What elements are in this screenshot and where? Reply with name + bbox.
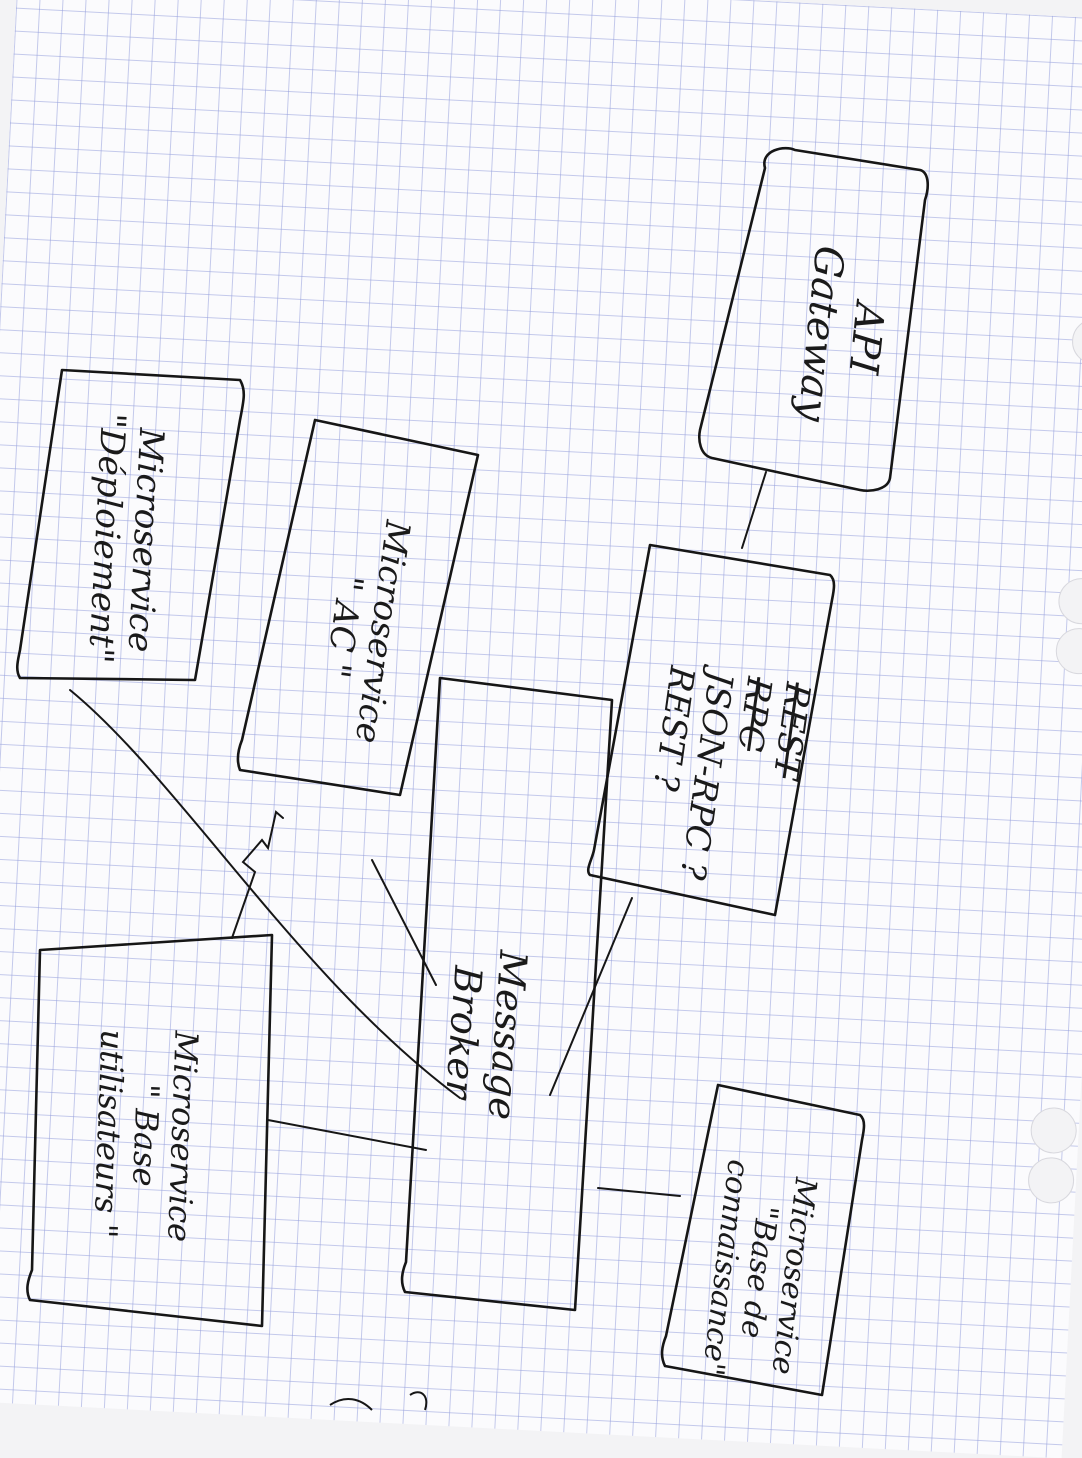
deploiement-broker-connector	[69, 689, 461, 1099]
api-gateway-box	[698, 146, 930, 492]
base-utilisateurs-box	[26, 933, 274, 1328]
message-broker-label: Message Broker	[437, 949, 536, 1122]
api-gateway-label: API Gateway	[788, 243, 893, 424]
connaissance-broker-connector	[597, 1187, 681, 1197]
message-broker-box	[400, 676, 614, 1312]
ac-box	[236, 418, 480, 797]
protocol-label-group: REST RPC JSON-RPC ? REST ?	[633, 664, 818, 893]
bottom-scribble	[329, 1391, 428, 1411]
base-connaissance-box	[660, 1083, 866, 1397]
sketch-ink-layer	[15, 146, 930, 1411]
gateway-protocol-connector	[741, 471, 767, 549]
protocol-box	[586, 543, 836, 917]
ac-broker-connector	[371, 859, 437, 986]
crossed-out-scribble	[231, 810, 284, 939]
base-utilisateurs-label: Microservice " Base utilisateurs "	[86, 1028, 206, 1243]
utilisateurs-broker-connector	[267, 1119, 427, 1151]
deploiement-box	[15, 368, 246, 682]
protocol-broker-connector	[549, 897, 633, 1096]
deploiement-label: Microservice "Déploiement"	[79, 411, 172, 665]
